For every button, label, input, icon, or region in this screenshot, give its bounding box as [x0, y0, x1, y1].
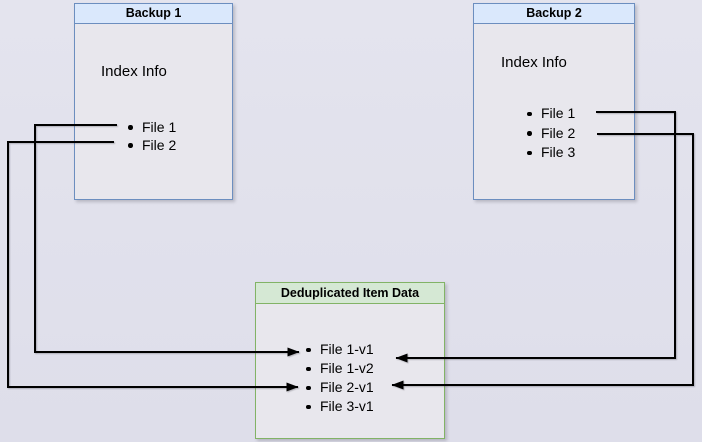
file-item: File 3: [527, 143, 575, 163]
file-item: File 1-v1: [306, 340, 374, 359]
file-item: File 2-v1: [306, 378, 374, 397]
backup2-index-info-label: Index Info: [501, 54, 567, 71]
file-item: File 1: [128, 118, 176, 136]
backup2-title: Backup 2: [474, 4, 634, 24]
file-item: File 1: [527, 104, 575, 124]
file-item: File 2: [128, 136, 176, 154]
file-item: File 3-v1: [306, 397, 374, 416]
file-item: File 1-v2: [306, 359, 374, 378]
file-item: File 2: [527, 124, 575, 144]
backup1-title: Backup 1: [75, 4, 232, 24]
dedup-title: Deduplicated Item Data: [256, 283, 444, 304]
backup1-index-info-label: Index Info: [101, 63, 167, 80]
